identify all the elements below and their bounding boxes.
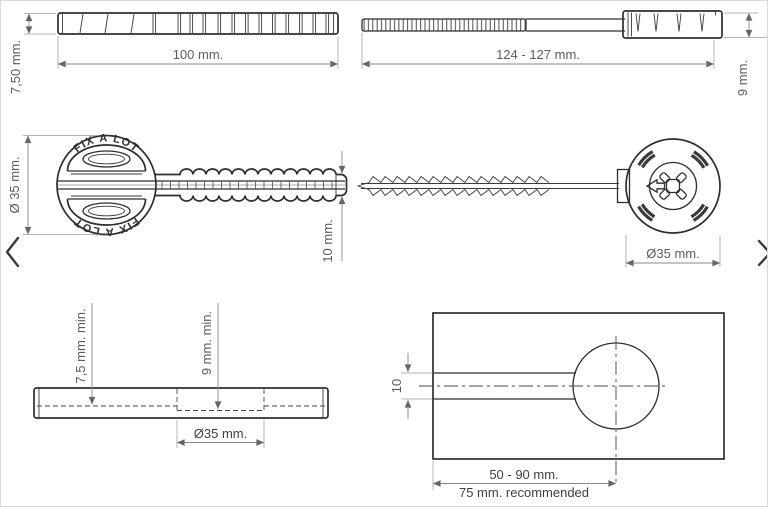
slot-width-label: 10 — [389, 379, 404, 393]
strip-side-view: 100 mm. 7,50 mm. — [8, 12, 339, 94]
carousel-next-button[interactable] — [757, 239, 768, 267]
plug-back-view: Ø35 mm. — [356, 138, 721, 267]
chevron-left-icon — [5, 236, 20, 268]
plug-head-diameter-label: Ø 35 mm. — [7, 156, 22, 213]
plug-face-view: FIX A LOT FIX A LOT Ø 35 mm. 10 mm. — [7, 132, 348, 263]
edge-distance-range-label: 50 - 90 mm. — [489, 467, 558, 482]
recess-diameter-label: Ø35 mm. — [194, 426, 247, 441]
carousel-prev-button[interactable] — [5, 236, 20, 268]
board-plan-view: 10 50 - 90 mm. 75 mm. recommended — [389, 312, 725, 500]
strip-thickness-label: 7,50 mm. — [8, 40, 23, 94]
strip-length-label: 100 mm. — [173, 47, 224, 62]
screw-head-height-label: 9 mm. — [735, 60, 750, 96]
board-min-depth-label: 7,5 mm. min. — [73, 308, 88, 383]
edge-distance-recommended-label: 75 mm. recommended — [459, 485, 589, 500]
board-min-recess-depth-label: 9 mm. min. — [199, 311, 214, 375]
board-section-view: 7,5 mm. min. 9 mm. min. Ø35 mm. — [33, 303, 329, 448]
screw-length-label: 124 - 127 mm. — [496, 47, 580, 62]
chevron-right-icon — [757, 239, 767, 267]
back-head-diameter-label: Ø35 mm. — [646, 246, 699, 261]
screw-side-view: 124 - 127 mm. 9 mm. — [361, 10, 767, 96]
plug-shaft-width-label: 10 mm. — [320, 219, 335, 262]
